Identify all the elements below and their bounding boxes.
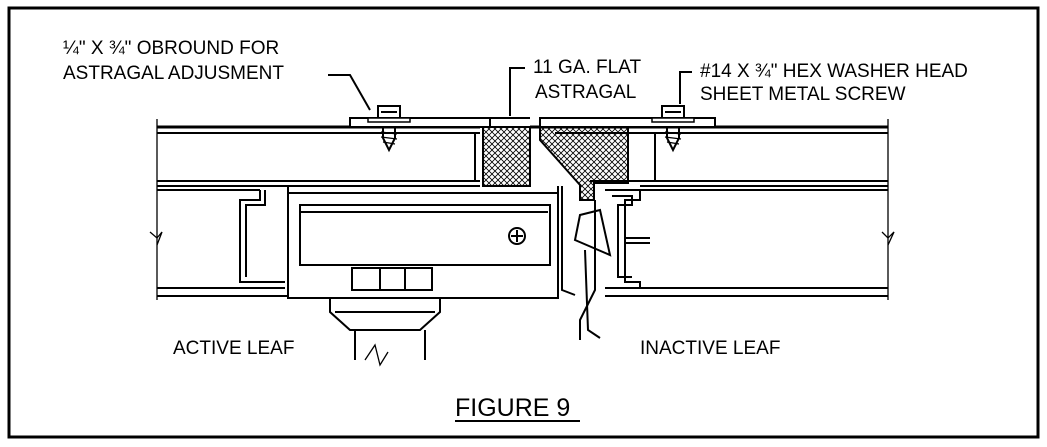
- label-screw-line2: SHEET METAL SCREW: [700, 84, 906, 105]
- active-leaf-profile: [157, 186, 559, 367]
- label-astragal-line1: 11 GA. FLAT: [533, 57, 641, 78]
- label-obround-line1: ¼" X ¾" OBROUND FOR: [63, 38, 279, 59]
- screw-left: [367, 105, 411, 153]
- figure-title: FIGURE 9: [455, 394, 570, 422]
- leader-astragal: [509, 67, 525, 116]
- leader-obround: [328, 74, 371, 111]
- meeting-edge: [561, 186, 612, 340]
- break-mark-left: [149, 231, 163, 246]
- label-screw-line1: #14 X ¾" HEX WASHER HEAD: [700, 61, 968, 82]
- hatched-seal: [482, 126, 629, 201]
- label-astragal-line2: ASTRAGAL: [535, 82, 636, 103]
- drawing-border: [7, 6, 1040, 439]
- inactive-leaf-profile: [605, 185, 888, 297]
- screw-right: [651, 105, 695, 153]
- label-obround-line2: ASTRAGAL ADJUSMENT: [63, 63, 284, 84]
- label-active-leaf: ACTIVE LEAF: [173, 338, 294, 359]
- leader-screw: [679, 71, 692, 104]
- break-mark-right: [881, 231, 895, 246]
- label-inactive-leaf: INACTIVE LEAF: [640, 338, 780, 359]
